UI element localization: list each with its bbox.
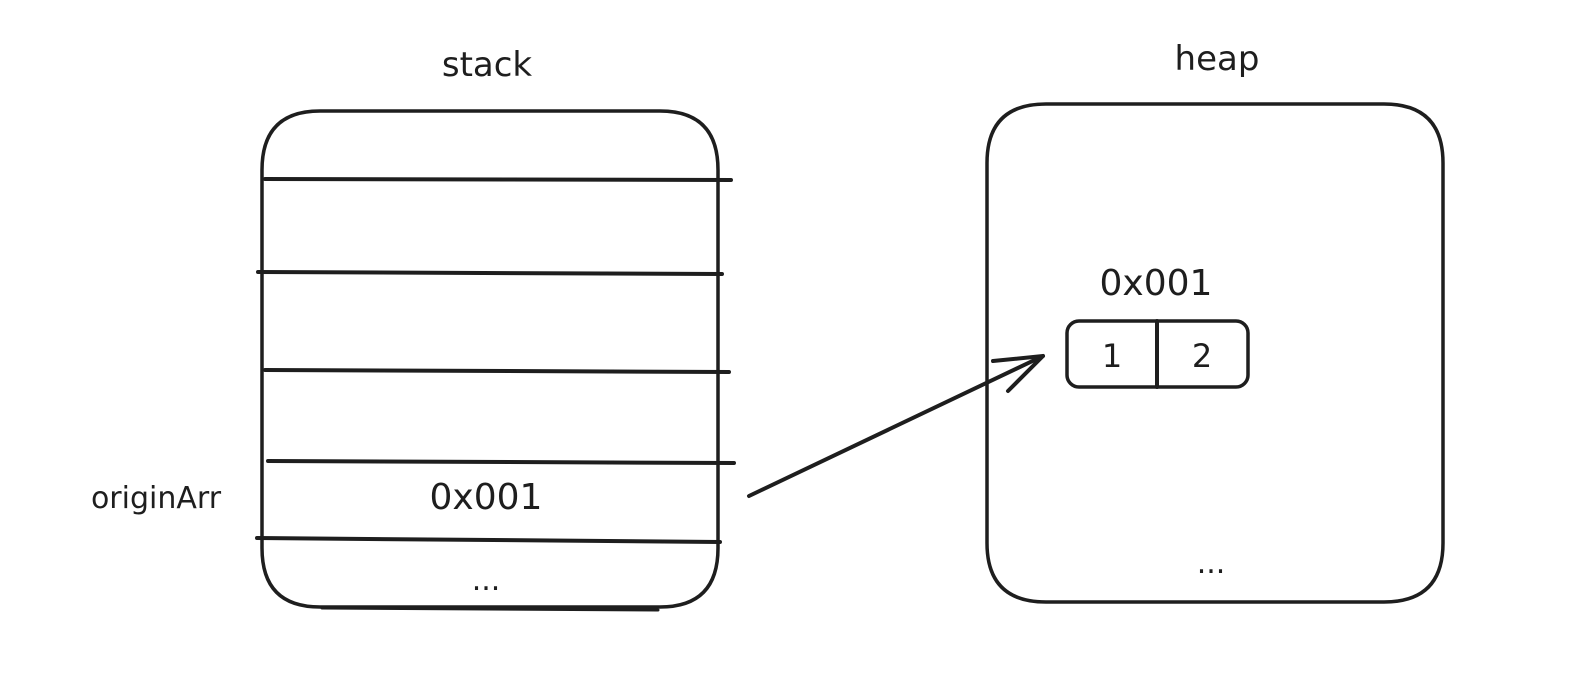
heap-array: 1 2 [1065,319,1250,389]
stack-region: stack 0x001 originArr ... [91,45,736,612]
stack-slot-label-originArr: originArr [91,481,222,516]
arrow-head-icon [991,354,1045,393]
heap-box [985,102,1445,604]
arrow-line [747,354,1045,498]
stack-slot-value: 0x001 [430,477,543,518]
stack-ellipsis: ... [472,563,501,598]
stack-box [260,109,720,609]
heap-ellipsis: ... [1197,546,1226,581]
stack-title: stack [442,45,533,85]
stack-divider [256,270,724,276]
heap-region: heap 0x001 1 2 ... [985,39,1445,604]
stack-divider [263,368,731,374]
heap-array-cell-0: 1 [1102,337,1122,375]
stack-divider [255,536,722,544]
reference-arrow [747,354,1045,498]
heap-array-cell-1: 2 [1192,337,1212,375]
stack-divider [266,459,736,465]
heap-object-address: 0x001 [1100,263,1213,304]
stack-divider [263,177,733,182]
heap-title: heap [1175,39,1260,79]
